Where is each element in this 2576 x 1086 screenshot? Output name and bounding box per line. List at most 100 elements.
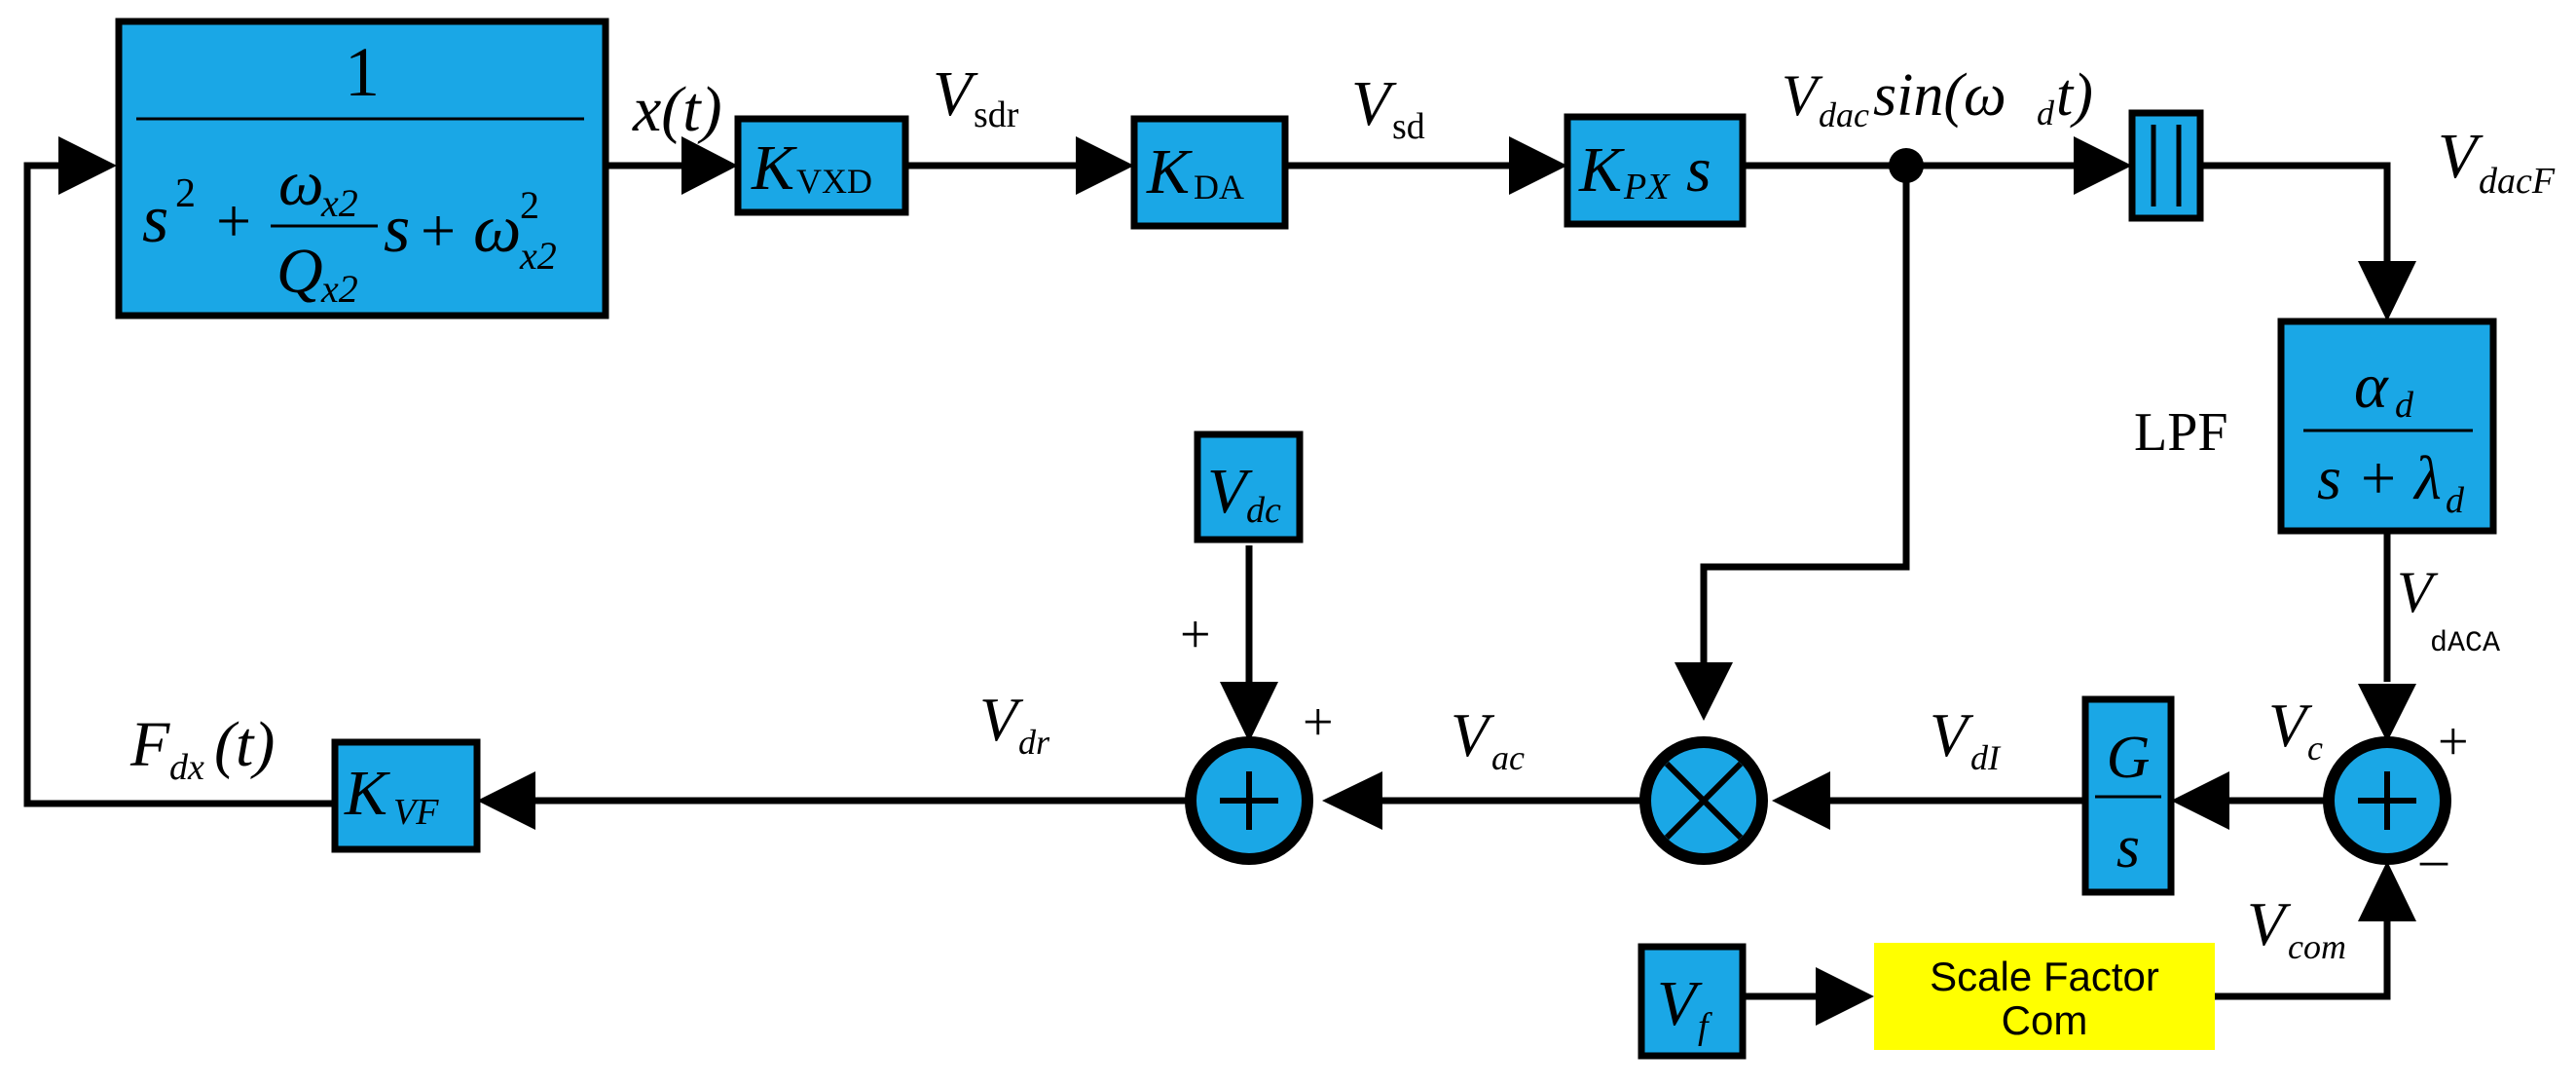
arrowhead-kvxd-in: [681, 136, 738, 195]
wire-branch-mult: [1700, 166, 1910, 662]
vf-V: V: [1657, 968, 1703, 1039]
label-vac: V ac: [1451, 700, 1525, 777]
label-vsdr: V sdr: [933, 58, 1019, 135]
svg-text:sd: sd: [1392, 106, 1425, 147]
wire-scale-sum2: [2215, 920, 2391, 1000]
svg-text:(t): (t): [214, 709, 275, 780]
plant-omega2: ω: [473, 192, 521, 267]
scale-line2: Com: [2002, 997, 2088, 1043]
plant-s: s: [142, 182, 168, 257]
lpf-den-sub: d: [2446, 480, 2465, 521]
gs-den: s: [2116, 814, 2140, 880]
kda-block: K DA: [1130, 115, 1289, 230]
plant-s2: s: [384, 192, 410, 267]
label-vdacf: V dacF: [2438, 121, 2556, 202]
vdc-sub: dc: [1246, 490, 1281, 531]
lpf-alpha-sub: d: [2395, 385, 2414, 426]
svg-text:ac: ac: [1491, 738, 1525, 777]
sum-junction-1: [1185, 736, 1313, 865]
kvf-sub: VF: [393, 792, 439, 833]
svg-text:V: V: [979, 685, 1024, 754]
arrowhead-scale-in: [1816, 967, 1874, 1026]
svg-text:dI: dI: [1970, 738, 2002, 777]
arrowhead-sum1-in-top: [1220, 682, 1278, 742]
sum-junction-2: [2323, 736, 2451, 865]
sign-sum2-bottom: –: [2419, 829, 2448, 889]
svg-text:dac: dac: [1819, 95, 1869, 134]
abs-block: [2128, 109, 2204, 222]
kvf-K: K: [344, 758, 390, 829]
vf-block: V f: [1638, 943, 1747, 1060]
kda-K: K: [1146, 136, 1193, 207]
plant-omega: ω: [278, 148, 324, 219]
plant-plus1: +: [216, 186, 251, 255]
plant-plus2: +: [421, 196, 456, 265]
svg-text:V: V: [1351, 68, 1397, 139]
svg-text:dr: dr: [1018, 723, 1050, 762]
svg-text:dx: dx: [169, 747, 204, 788]
arrowhead-mult-in-top: [1674, 662, 1733, 721]
label-vdac: V dac sin(ω d t): [1782, 62, 2093, 134]
lpf-block: α d s + λ d: [2277, 318, 2497, 535]
kpx-K: K: [1578, 134, 1625, 206]
plant-s-sup: 2: [175, 171, 196, 216]
label-vdi: V dI: [1930, 700, 2002, 777]
sign-sum1-right: +: [1303, 693, 1334, 753]
lpf-den: s + λ: [2317, 443, 2442, 512]
svg-text:V: V: [1451, 700, 1495, 769]
lpf-alpha: α: [2354, 351, 2389, 422]
scale-line1: Scale Factor: [1930, 954, 2159, 999]
svg-text:V: V: [933, 58, 978, 130]
arrowhead-kpx-in: [1509, 136, 1567, 195]
plant-Q: Q: [276, 236, 323, 307]
lpf-label: LPF: [2134, 402, 2228, 463]
svg-text:dacF: dacF: [2479, 161, 2556, 202]
plant-Q-sub: x2: [320, 267, 358, 311]
arrowhead-sum1-in-right: [1322, 771, 1382, 830]
svg-text:V: V: [1930, 700, 1974, 769]
multiplier-junction: [1639, 736, 1768, 865]
svg-text:V: V: [2247, 889, 2292, 958]
svg-text:V: V: [2438, 121, 2484, 192]
plant-numerator: 1: [345, 33, 380, 111]
gs-block: G s: [2081, 695, 2175, 896]
svg-text:V: V: [1782, 63, 1823, 128]
svg-text:sin(ω: sin(ω: [1873, 62, 2006, 129]
wire-feedback-left: [23, 162, 335, 807]
svg-text:V: V: [2397, 560, 2439, 624]
arrowhead-mult-in-right: [1772, 771, 1830, 830]
kvxd-block: K VXD: [734, 115, 909, 216]
svg-text:V: V: [2268, 691, 2313, 760]
svg-text:F: F: [129, 709, 170, 780]
wire-abs-lpf: [2200, 162, 2391, 261]
vdc-V: V: [1207, 456, 1253, 527]
plant-block: 1 s 2 + ω x2 Q x2 s + ω 2 x2: [115, 18, 609, 319]
svg-text:sdr: sdr: [974, 94, 1019, 135]
label-vcom: V com: [2247, 889, 2346, 966]
svg-text:t): t): [2056, 62, 2093, 129]
svg-text:dACA: dACA: [2430, 627, 2500, 660]
kvxd-K: K: [751, 132, 797, 204]
sign-sum1-top: +: [1180, 605, 1211, 665]
arrowhead-gs-in: [2171, 771, 2229, 830]
plant-omega2-sup: 2: [520, 183, 539, 227]
arrowhead-abs-in: [2074, 136, 2132, 195]
label-xt: x(t): [632, 74, 722, 145]
kda-sub: DA: [1194, 168, 1244, 206]
svg-text:c: c: [2307, 729, 2323, 768]
arrowhead-lpf-in: [2358, 261, 2416, 321]
svg-text:d: d: [2037, 94, 2055, 132]
label-vdaca: V dACA: [2397, 560, 2500, 660]
arrowhead-plant-in: [58, 136, 117, 195]
kpx-s: s: [1686, 134, 1711, 206]
label-vsd: V sd: [1351, 68, 1425, 147]
arrowhead-sum2-in-top: [2358, 684, 2416, 742]
gs-num: G: [2107, 725, 2151, 791]
svg-text:com: com: [2288, 927, 2346, 966]
label-vc: V c: [2268, 691, 2323, 768]
plant-omega-sub: x2: [320, 181, 358, 225]
arrowhead-kvf-in: [477, 771, 535, 830]
sign-sum2-top: +: [2438, 712, 2469, 772]
kvxd-sub: VXD: [796, 162, 872, 201]
